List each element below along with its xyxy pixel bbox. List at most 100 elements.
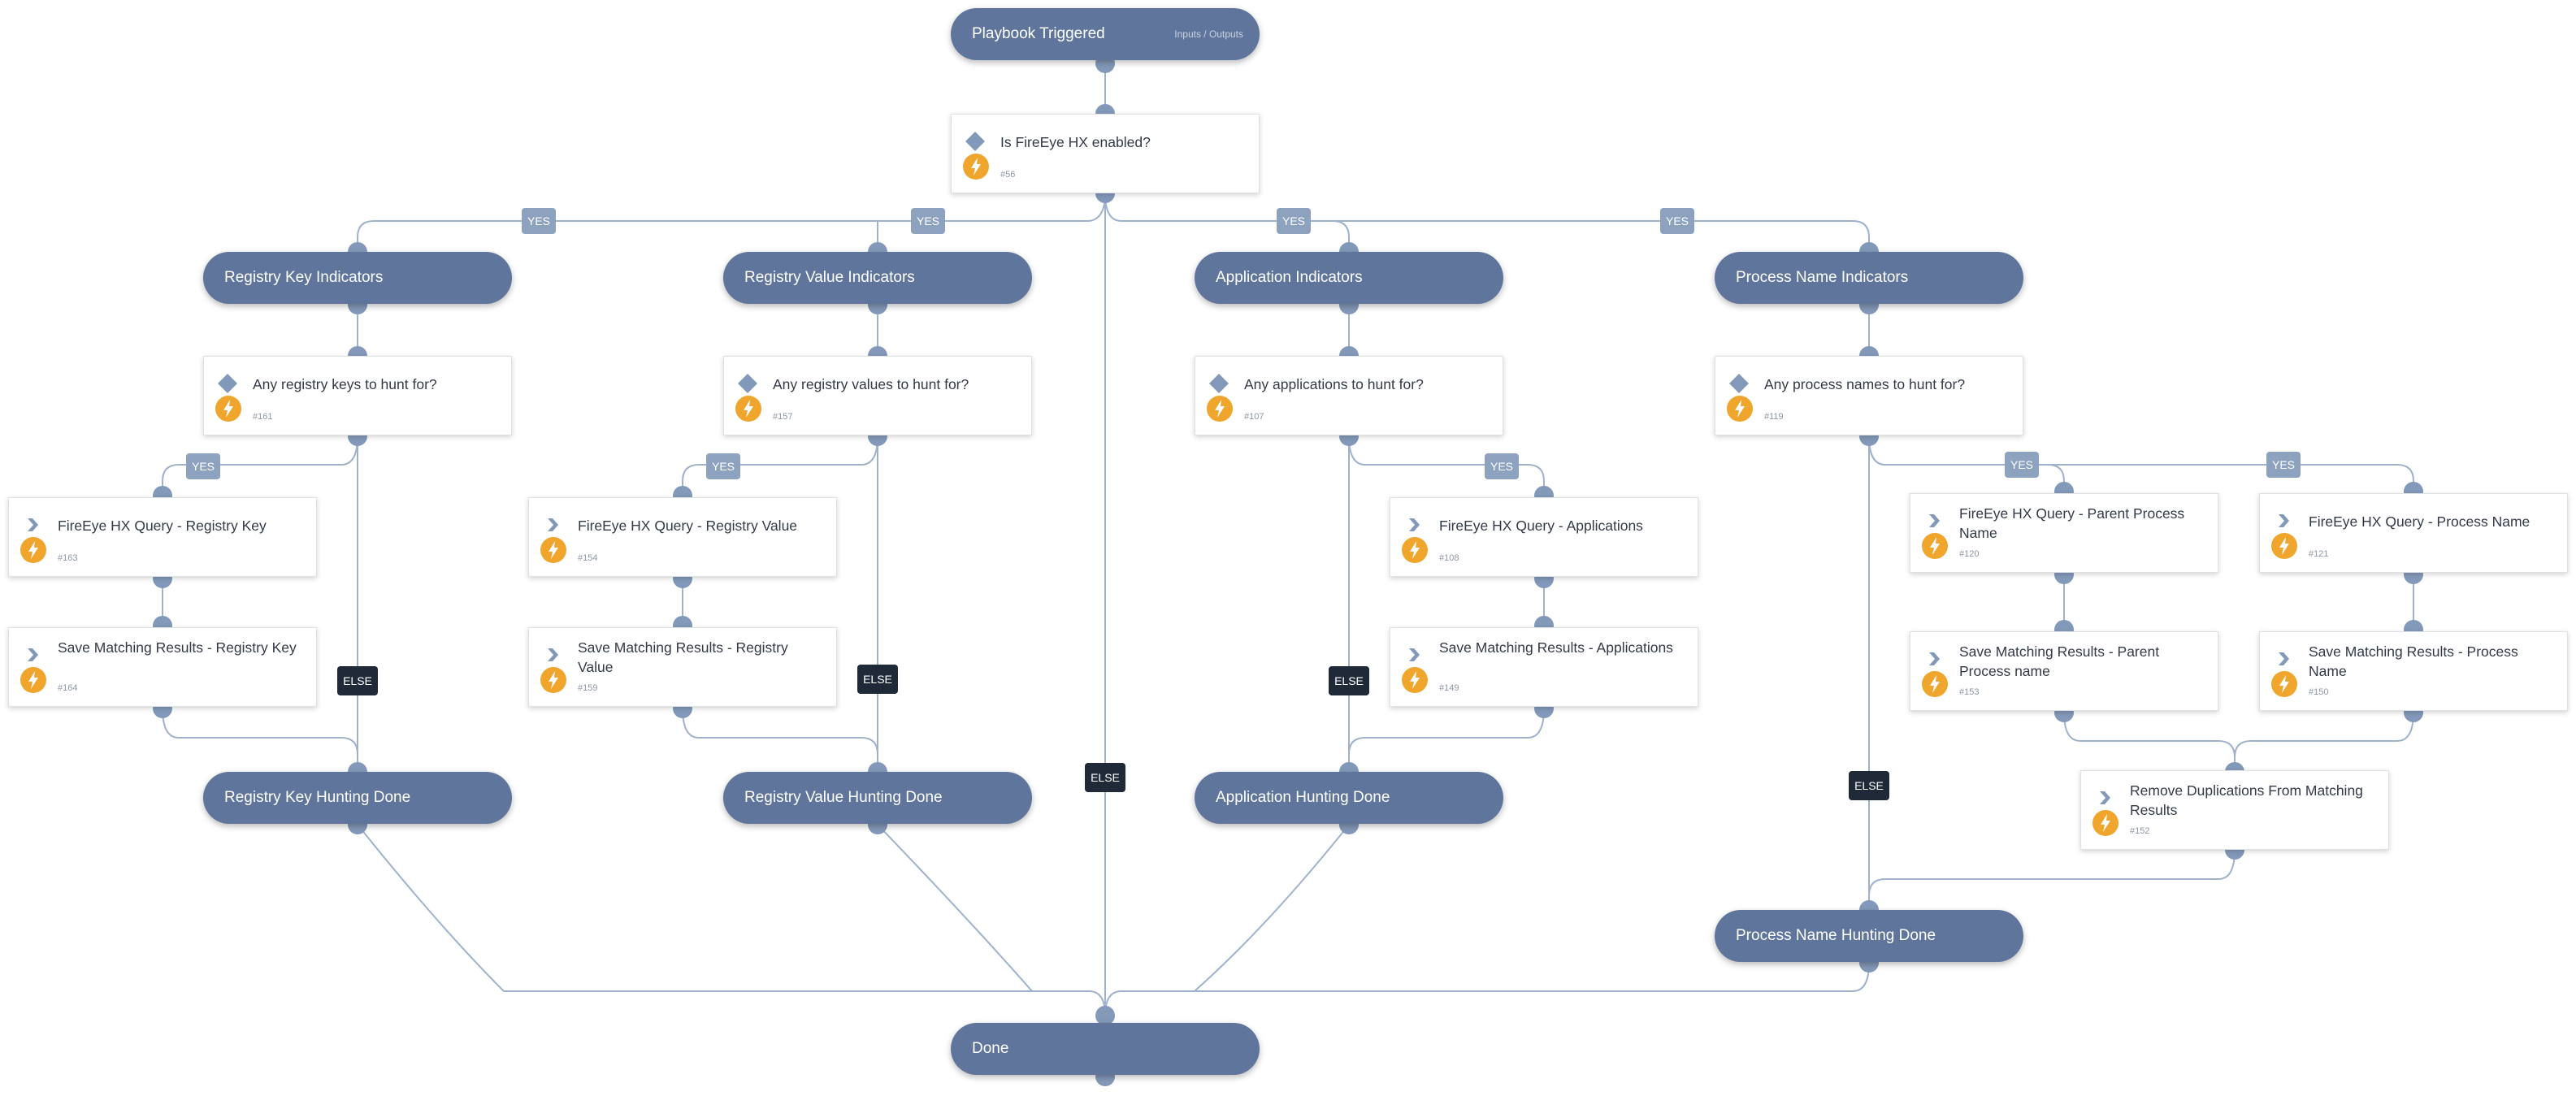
save-process-name-task[interactable]: Save Matching Results - Process Name #15…	[2259, 631, 2568, 711]
process-name-hunting-done-section[interactable]: Process Name Hunting Done	[1715, 910, 2023, 962]
yes-label: YES	[2266, 452, 2301, 478]
task-id: #163	[58, 553, 78, 563]
query-applications-task[interactable]: FireEye HX Query - Applications #108	[1390, 497, 1698, 577]
yes-label: YES	[522, 208, 556, 234]
task-id: #164	[58, 683, 78, 693]
else-label: ELSE	[1849, 771, 1889, 800]
chevron-right-icon	[28, 648, 38, 661]
node-title: Save Matching Results - Process Name	[2309, 643, 2518, 679]
query-parent-process-task[interactable]: FireEye HX Query - Parent Process Name #…	[1910, 493, 2218, 573]
lightning-icon	[2271, 671, 2297, 697]
registry-keys-condition[interactable]: Any registry keys to hunt for? #161	[203, 356, 512, 435]
registry-key-indicators-section[interactable]: Registry Key Indicators	[203, 252, 512, 304]
process-name-indicators-section[interactable]: Process Name Indicators	[1715, 252, 2023, 304]
task-id: #119	[1764, 412, 1784, 422]
yes-label: YES	[1660, 208, 1694, 234]
node-title: FireEye HX Query - Applications	[1439, 518, 1643, 534]
fireeye-enabled-condition[interactable]: Is FireEye HX enabled? #56	[951, 114, 1260, 193]
process-names-condition[interactable]: Any process names to hunt for? #119	[1715, 356, 2023, 435]
yes-label: YES	[1277, 208, 1311, 234]
node-title: Registry Value Indicators	[744, 269, 915, 286]
task-id: #56	[1000, 170, 1016, 180]
node-title: Any applications to hunt for?	[1244, 376, 1424, 392]
chevron-right-icon	[1929, 514, 1940, 527]
lightning-icon	[2092, 810, 2118, 836]
condition-diamond-icon	[1209, 374, 1229, 393]
save-registry-value-task[interactable]: Save Matching Results - Registry Value #…	[528, 627, 837, 707]
node-title: Save Matching Results - Registry Key	[58, 639, 297, 656]
done-node[interactable]: Done	[951, 1023, 1260, 1075]
condition-diamond-icon	[218, 374, 237, 393]
condition-diamond-icon	[738, 374, 757, 393]
chevron-right-icon	[548, 648, 558, 661]
chevron-right-icon	[2279, 652, 2289, 665]
yes-label: YES	[706, 453, 740, 479]
task-id: #152	[2130, 826, 2150, 836]
task-id: #107	[1244, 412, 1264, 422]
condition-diamond-icon	[1729, 374, 1749, 393]
registry-key-hunting-done-section[interactable]: Registry Key Hunting Done	[203, 772, 512, 824]
node-title: Registry Value Hunting Done	[744, 789, 943, 806]
registry-values-condition[interactable]: Any registry values to hunt for? #157	[723, 356, 1032, 435]
node-title: Process Name Indicators	[1736, 269, 1909, 286]
save-parent-process-task[interactable]: Save Matching Results - Parent Process n…	[1910, 631, 2218, 711]
else-label: ELSE	[1329, 666, 1369, 695]
node-title: Any registry values to hunt for?	[773, 376, 969, 392]
save-applications-task[interactable]: Save Matching Results - Applications #14…	[1390, 627, 1698, 707]
query-registry-value-task[interactable]: FireEye HX Query - Registry Value #154	[528, 497, 837, 577]
task-id: #154	[578, 553, 598, 563]
chevron-right-icon	[2279, 514, 2289, 527]
lightning-icon	[20, 537, 46, 563]
node-title: Save Matching Results - Parent Process n…	[1959, 643, 2160, 679]
task-id: #121	[2309, 549, 2329, 559]
yes-label: YES	[911, 208, 945, 234]
chevron-right-icon	[1929, 652, 1940, 665]
lightning-icon	[540, 667, 566, 693]
condition-diamond-icon	[965, 132, 985, 151]
node-title: FireEye HX Query - Registry Key	[58, 518, 267, 534]
yes-label: YES	[186, 453, 220, 479]
query-registry-key-task[interactable]: FireEye HX Query - Registry Key #163	[8, 497, 317, 577]
node-title: FireEye HX Query - Process Name	[2309, 513, 2530, 530]
else-label: ELSE	[1085, 763, 1125, 792]
playbook-triggered-node[interactable]: Playbook Triggered Inputs / Outputs	[951, 8, 1260, 60]
lightning-icon	[1727, 396, 1753, 422]
lightning-icon	[2271, 533, 2297, 559]
node-title: Application Indicators	[1216, 269, 1363, 286]
lightning-icon	[1402, 667, 1428, 693]
task-id: #153	[1959, 687, 1980, 697]
task-id: #161	[253, 412, 273, 422]
save-registry-key-task[interactable]: Save Matching Results - Registry Key #16…	[8, 627, 317, 707]
query-process-name-task[interactable]: FireEye HX Query - Process Name #121	[2259, 493, 2568, 573]
node-title: Save Matching Results - Applications	[1439, 639, 1673, 656]
lightning-icon	[1922, 671, 1948, 697]
task-id: #150	[2309, 687, 2329, 697]
yes-label: YES	[2005, 452, 2039, 478]
lightning-icon	[963, 154, 989, 180]
chevron-right-icon	[28, 518, 38, 531]
node-title: Done	[972, 1040, 1009, 1057]
applications-condition[interactable]: Any applications to hunt for? #107	[1195, 356, 1503, 435]
inputs-outputs-link[interactable]: Inputs / Outputs	[1174, 28, 1243, 40]
else-label: ELSE	[337, 666, 378, 695]
chevron-right-icon	[548, 518, 558, 531]
chevron-right-icon	[1409, 648, 1420, 661]
remove-duplications-task[interactable]: Remove Duplications From Matching Result…	[2080, 770, 2389, 850]
node-title: Application Hunting Done	[1216, 789, 1390, 806]
registry-value-hunting-done-section[interactable]: Registry Value Hunting Done	[723, 772, 1032, 824]
lightning-icon	[215, 396, 241, 422]
registry-value-indicators-section[interactable]: Registry Value Indicators	[723, 252, 1032, 304]
node-title: Is FireEye HX enabled?	[1000, 134, 1151, 150]
node-title: Any registry keys to hunt for?	[253, 376, 437, 392]
lightning-icon	[1207, 396, 1233, 422]
lightning-icon	[1402, 537, 1428, 563]
application-hunting-done-section[interactable]: Application Hunting Done	[1195, 772, 1503, 824]
node-title: Process Name Hunting Done	[1736, 927, 1936, 944]
node-title: Registry Key Indicators	[224, 269, 384, 286]
task-id: #120	[1959, 549, 1980, 559]
node-title: Any process names to hunt for?	[1764, 376, 1966, 392]
lightning-icon	[20, 667, 46, 693]
application-indicators-section[interactable]: Application Indicators	[1195, 252, 1503, 304]
task-id: #149	[1439, 683, 1459, 693]
node-title: FireEye HX Query - Parent Process Name	[1959, 505, 2185, 541]
